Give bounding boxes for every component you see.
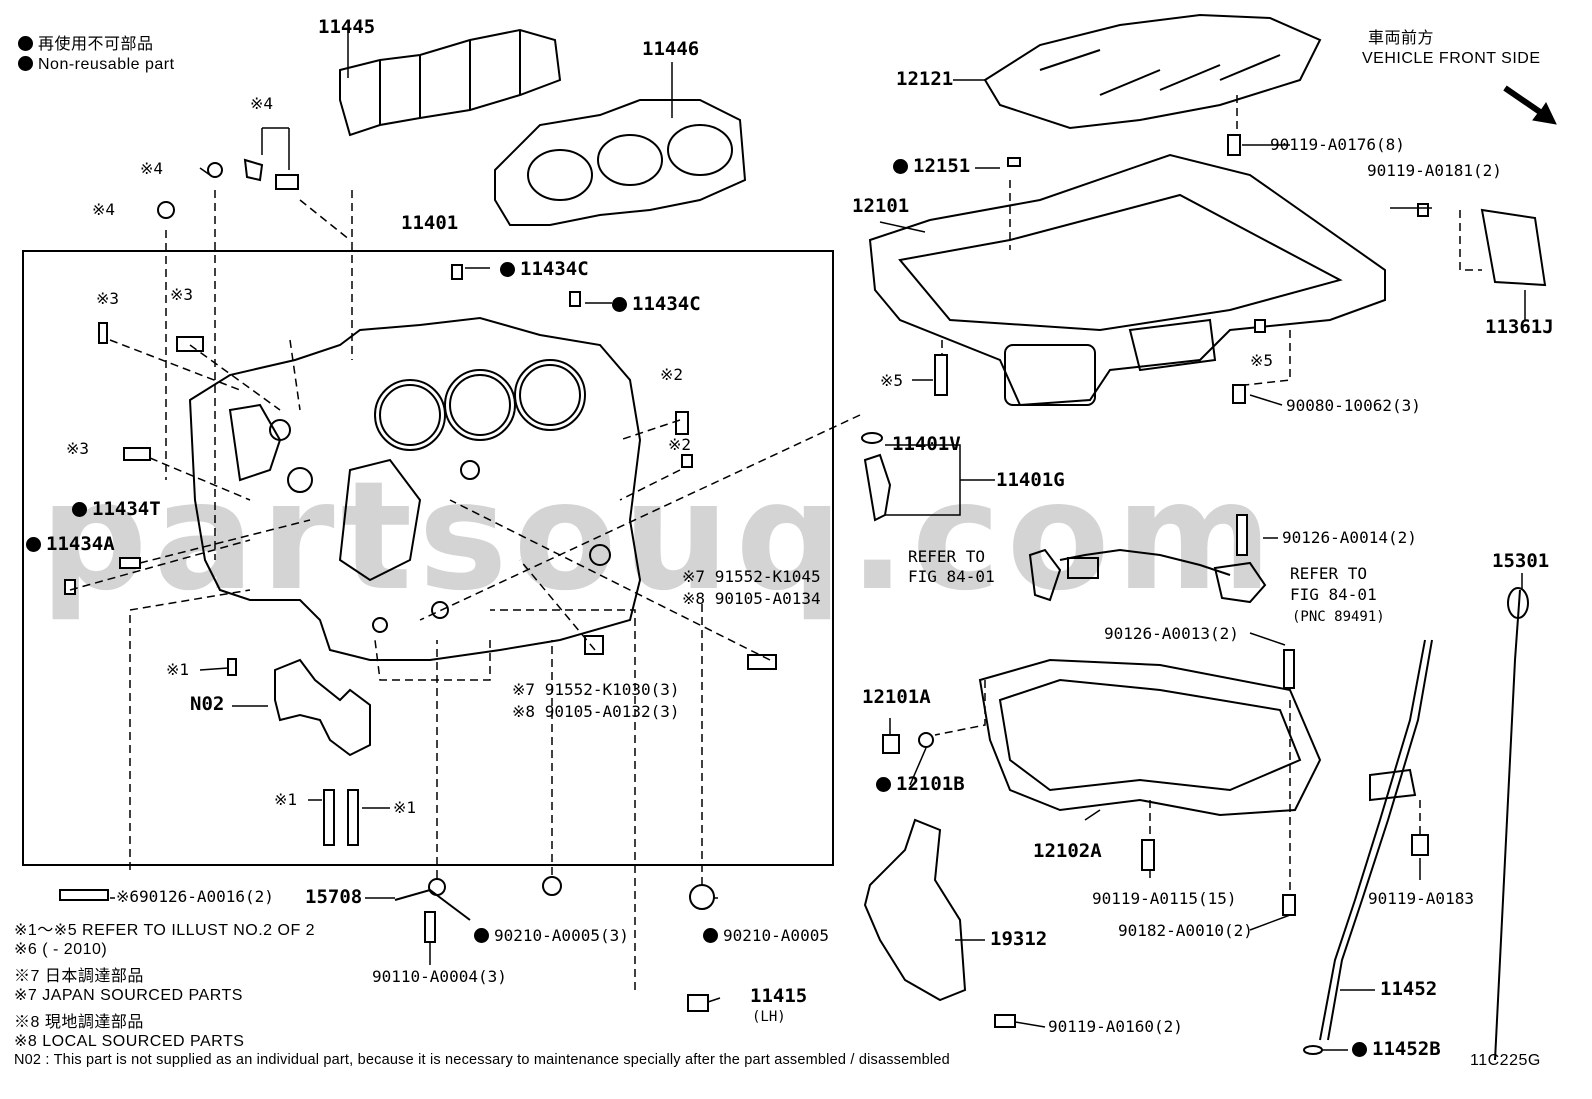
mark-3b: ※3 — [170, 285, 194, 304]
front-label-en: VEHICLE FRONT SIDE — [1362, 50, 1541, 67]
part-11434a[interactable]: 11434A — [26, 535, 115, 554]
figure-id: 11C225G — [1470, 1052, 1541, 1069]
refer-to-1[interactable]: REFER TO — [908, 547, 986, 566]
non-reusable-dot-icon — [1352, 1042, 1367, 1057]
mark-4c: ※4 — [92, 200, 116, 219]
mark-3a: ※3 — [96, 289, 120, 308]
note-5: ※8 現地調達部品 — [14, 1014, 144, 1031]
non-reusable-dot-icon — [893, 159, 908, 174]
group-frame-11401 — [22, 250, 834, 866]
part-11434t[interactable]: 11434T — [72, 500, 161, 519]
dipstick-guide-11452 — [1319, 639, 1426, 1041]
pnc-89491: (PNC 89491) — [1292, 609, 1385, 625]
part-11401v[interactable]: 11401V — [892, 433, 961, 455]
part-90210-a0005[interactable]: 90210-A0005 — [703, 927, 829, 945]
part-90105-a0134[interactable]: ※8 90105-A0134 — [682, 589, 821, 608]
mark-1c: ※1 — [393, 798, 417, 817]
mark-2b: ※2 — [668, 435, 692, 454]
part-12101b[interactable]: 12101B — [876, 775, 965, 794]
oil-pan-lower-12102a — [978, 658, 1322, 817]
note-6: ※8 LOCAL SOURCED PARTS — [14, 1033, 245, 1050]
part-91552-k1030[interactable]: ※7 91552-K1030(3) — [512, 680, 680, 699]
part-11415[interactable]: 11415 — [750, 985, 808, 1007]
note-2: ※6 ( - 2010) — [14, 941, 108, 958]
part-90080[interactable]: 90080-10062(3) — [1286, 396, 1421, 415]
legend-jp: 再使用不可部品 — [18, 30, 154, 54]
part-11415-lh: (LH) — [752, 1009, 786, 1025]
mark-4b: ※4 — [140, 159, 164, 178]
dipstick-15301 — [1494, 589, 1521, 1061]
part-11434c-b[interactable]: 11434C — [612, 295, 701, 314]
mark-2a: ※2 — [660, 365, 684, 384]
non-reusable-dot-icon — [612, 297, 627, 312]
part-12101a[interactable]: 12101A — [862, 686, 931, 708]
bearing-cap-n02 — [274, 658, 371, 757]
note-4: ※7 JAPAN SOURCED PARTS — [14, 987, 243, 1004]
part-90126-a0016[interactable]: ※690126-A0016(2) — [116, 887, 274, 906]
part-11401[interactable]: 11401 — [401, 212, 459, 234]
non-reusable-dot-icon — [474, 928, 489, 943]
part-15708[interactable]: 15708 — [305, 886, 363, 908]
mark-1b: ※1 — [274, 790, 298, 809]
part-90119-a0176[interactable]: 90119-A0176(8) — [1270, 135, 1405, 154]
baffle-plate-12121 — [983, 13, 1322, 130]
cover-11361j — [1480, 208, 1547, 287]
note-3: ※7 日本調達部品 — [14, 968, 144, 985]
part-90119-a0181[interactable]: 90119-A0181(2) — [1367, 161, 1502, 180]
mark-3c: ※3 — [66, 439, 90, 458]
non-reusable-dot-icon — [26, 537, 41, 552]
insulator-19312 — [863, 818, 967, 1002]
part-11452[interactable]: 11452 — [1380, 978, 1438, 1000]
refer-to-2[interactable]: REFER TO — [1290, 564, 1368, 583]
part-12101[interactable]: 12101 — [852, 195, 910, 217]
part-90110-a0004[interactable]: 90110-A0004(3) — [372, 967, 507, 986]
part-90119-a0115[interactable]: 90119-A0115(15) — [1092, 889, 1237, 908]
fig-84-01-a[interactable]: FIG 84-01 — [908, 567, 995, 586]
part-90119-a0183[interactable]: 90119-A0183 — [1368, 889, 1474, 908]
part-11445[interactable]: 11445 — [318, 16, 376, 38]
mark-4a: ※4 — [250, 94, 274, 113]
part-90105-a0132[interactable]: ※8 90105-A0132(3) — [512, 702, 680, 721]
part-19312[interactable]: 19312 — [990, 928, 1048, 950]
cylinder-block-11401 — [188, 316, 642, 661]
part-n02[interactable]: N02 — [190, 693, 225, 715]
legend-en: Non-reusable part — [18, 56, 175, 74]
part-90126-a0014[interactable]: 90126-A0014(2) — [1282, 528, 1417, 547]
part-11446[interactable]: 11446 — [642, 38, 700, 60]
part-90210-a0005-3[interactable]: 90210-A0005(3) — [474, 927, 629, 945]
non-reusable-dot-icon — [703, 928, 718, 943]
non-reusable-dot-icon — [500, 262, 515, 277]
bullet-dot-icon — [18, 36, 33, 51]
part-11434c-a[interactable]: 11434C — [500, 260, 589, 279]
non-reusable-dot-icon — [876, 777, 891, 792]
cover-11445 — [339, 28, 562, 137]
part-91552-k1045[interactable]: ※7 91552-K1045 — [682, 567, 821, 586]
mark-5a: ※5 — [880, 371, 904, 390]
fig-84-01-b[interactable]: FIG 84-01 — [1290, 585, 1377, 604]
part-12102a[interactable]: 12102A — [1033, 840, 1102, 862]
part-12121[interactable]: 12121 — [896, 68, 954, 90]
mark-5b: ※5 — [1250, 351, 1274, 370]
part-11452b[interactable]: 11452B — [1352, 1040, 1441, 1059]
footnote-n02: N02 : This part is not supplied as an in… — [14, 1052, 950, 1068]
part-15301[interactable]: 15301 — [1492, 550, 1550, 572]
part-90126-a0013[interactable]: 90126-A0013(2) — [1104, 624, 1239, 643]
part-11401g[interactable]: 11401G — [996, 469, 1065, 491]
mark-1a: ※1 — [166, 660, 190, 679]
part-11361j[interactable]: 11361J — [1485, 316, 1554, 338]
bullet-dot-icon — [18, 56, 33, 71]
oil-level-sensor-cable — [1059, 548, 1231, 576]
gasket-11446 — [494, 99, 747, 226]
part-90119-a0160[interactable]: 90119-A0160(2) — [1048, 1017, 1183, 1036]
note-1: ※1～※5 REFER TO ILLUST NO.2 OF 2 — [14, 922, 316, 939]
non-reusable-dot-icon — [72, 502, 87, 517]
part-90182-a0010[interactable]: 90182-A0010(2) — [1118, 921, 1253, 940]
oil-jet-15708 — [394, 888, 471, 921]
part-12151[interactable]: 12151 — [893, 157, 970, 176]
front-label-jp: 車両前方 — [1368, 30, 1435, 47]
oil-pan-upper-12101 — [868, 153, 1386, 407]
